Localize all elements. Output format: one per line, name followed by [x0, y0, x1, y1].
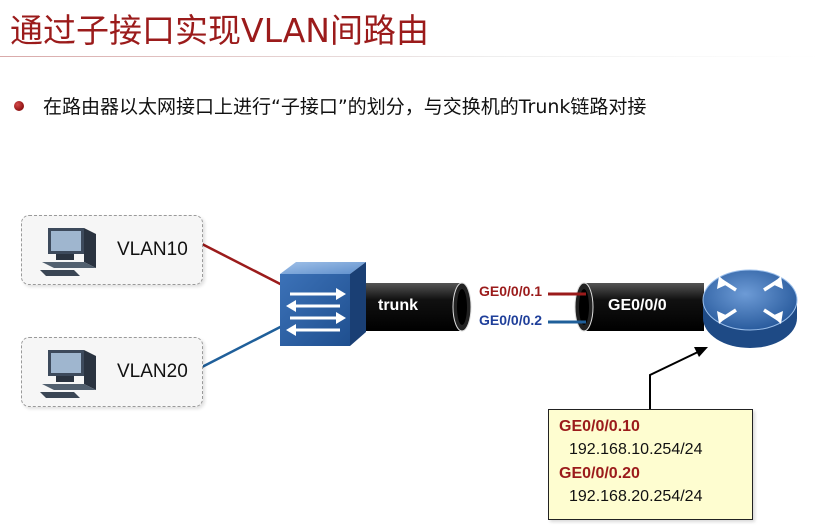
vlan10-group: VLAN10	[21, 215, 203, 285]
interface-1-ip: 192.168.10.254/24	[569, 441, 703, 458]
computer-icon	[40, 228, 96, 276]
trunk-cable	[342, 282, 472, 332]
callout-arrowhead	[694, 347, 708, 357]
subinterface-2-label: GE0/0/0.2	[479, 312, 543, 328]
switch-icon	[280, 262, 366, 346]
subinterface-1-label: GE0/0/0.1	[479, 283, 543, 299]
interface-2-ip: 192.168.20.254/24	[569, 488, 703, 505]
title-divider	[0, 56, 822, 57]
interface-info-callout: GE0/0/0.10 192.168.10.254/24 GE0/0/0.20 …	[548, 409, 753, 520]
vlan20-link	[201, 320, 291, 369]
trunk-label: trunk	[378, 297, 418, 314]
router-port-cable	[574, 282, 704, 332]
vlan20-label: VLAN20	[117, 361, 188, 382]
interface-2-name: GE0/0/0.20	[559, 465, 640, 482]
router-port-label: GE0/0/0	[608, 297, 667, 314]
vlan20-group: VLAN20	[21, 337, 203, 407]
vlan10-link	[201, 242, 291, 291]
page-title: 通过子接口实现VLAN间路由	[10, 11, 429, 50]
bullet-item: 在路由器以太网接口上进行“子接口”的划分，与交换机的Trunk链路对接	[14, 92, 646, 119]
vlan10-label: VLAN10	[117, 239, 188, 260]
bullet-text: 在路由器以太网接口上进行“子接口”的划分，与交换机的Trunk链路对接	[43, 96, 647, 118]
computer-icon	[40, 350, 96, 398]
interface-1-name: GE0/0/0.10	[559, 418, 640, 435]
bullet-dot-icon	[14, 100, 24, 111]
router-icon	[702, 269, 798, 348]
callout-pointer	[649, 350, 701, 409]
